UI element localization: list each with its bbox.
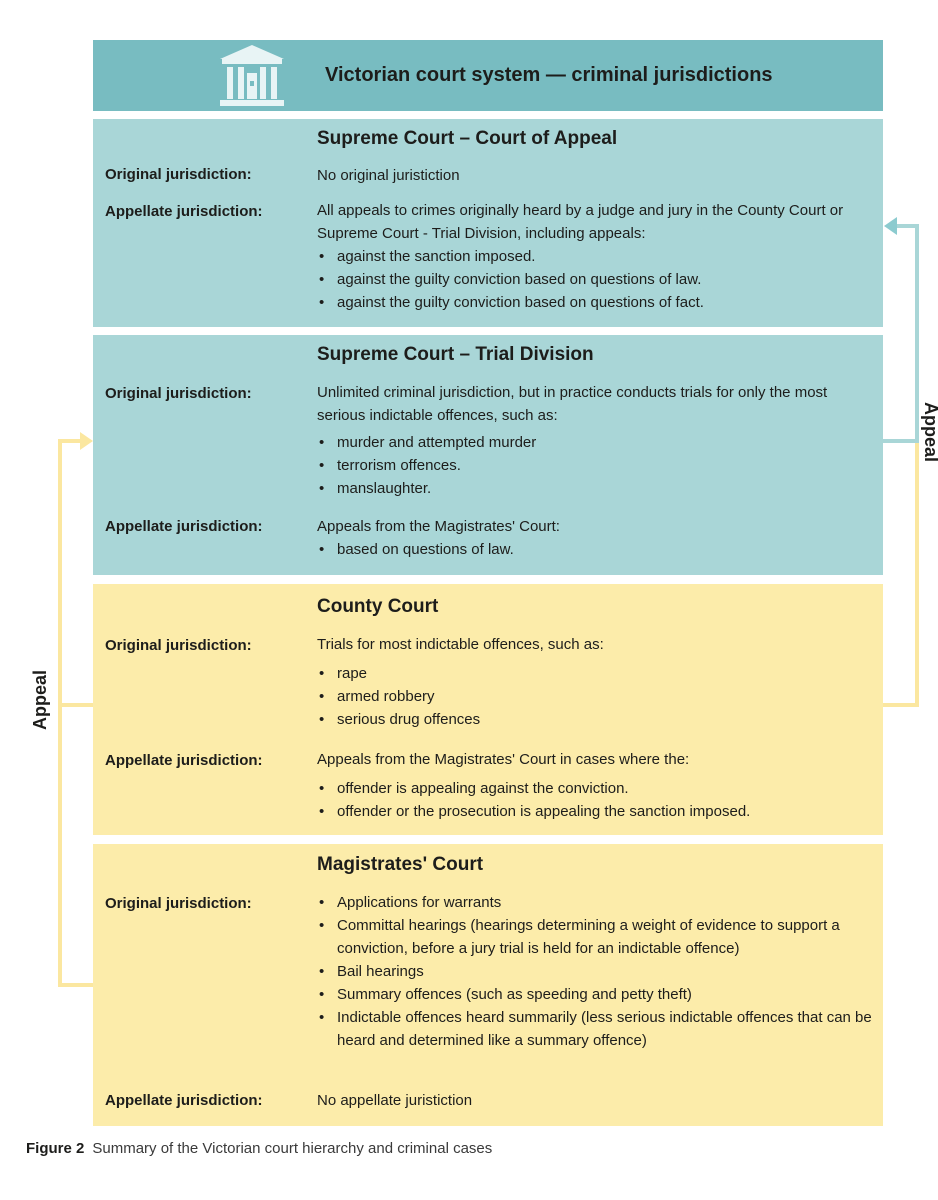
list-item: rape <box>317 662 877 685</box>
appellate-jurisdiction-label: Appellate jurisdiction: <box>105 518 263 535</box>
left-appeal-line <box>58 439 93 987</box>
list-item: based on questions of law. <box>317 538 877 561</box>
county-court-box: County Court Original jurisdiction: Tria… <box>93 584 883 835</box>
original-intro: Trials for most indictable offences, suc… <box>317 636 604 653</box>
original-jurisdiction-text: No original juristiction <box>317 164 877 187</box>
appeal-label-left: Appeal <box>30 669 50 730</box>
appellate-intro: Appeals from the Magistrates' Court: <box>317 518 560 535</box>
list-item: Committal hearings (hearings determining… <box>317 914 877 960</box>
courthouse-icon <box>220 45 284 106</box>
appellate-list: based on questions of law. <box>317 538 877 561</box>
original-jurisdiction-text: Applications for warrants Committal hear… <box>317 891 877 1052</box>
left-appeal-arrowhead <box>80 432 93 450</box>
original-jurisdiction-label: Original jurisdiction: <box>105 895 252 912</box>
appellate-jurisdiction-text: Appeals from the Magistrates' Court: bas… <box>317 515 877 561</box>
list-item: murder and attempted murder <box>317 431 877 454</box>
court-title: Magistrates' Court <box>317 854 484 875</box>
list-item: against the guilty conviction based on q… <box>317 291 877 314</box>
caption-text: Summary of the Victorian court hierarchy… <box>92 1140 493 1157</box>
original-jurisdiction-text: Unlimited criminal jurisdiction, but in … <box>317 381 877 500</box>
list-item: against the sanction imposed. <box>317 245 877 268</box>
original-list: murder and attempted murder terrorism of… <box>317 431 877 500</box>
list-item: against the guilty conviction based on q… <box>317 268 877 291</box>
appeal-label-right: Appeal <box>921 402 938 463</box>
appellate-list: offender is appealing against the convic… <box>317 777 877 823</box>
appellate-text: No appellate juristiction <box>317 1092 473 1109</box>
appellate-intro: All appeals to crimes originally heard b… <box>317 202 844 242</box>
list-item: offender is appealing against the convic… <box>317 777 877 800</box>
court-title: County Court <box>317 596 439 617</box>
list-item: manslaughter. <box>317 477 877 500</box>
court-title: Supreme Court – Trial Division <box>317 344 594 365</box>
list-item: Indictable offences heard summarily (les… <box>317 1006 877 1052</box>
list-item: armed robbery <box>317 685 877 708</box>
list-item: serious drug offences <box>317 708 877 731</box>
appellate-jurisdiction-text: No appellate juristiction <box>317 1089 877 1112</box>
original-text: No original juristiction <box>317 167 460 184</box>
figure-caption: Figure 2 Summary of the Victorian court h… <box>26 1140 492 1157</box>
appellate-jurisdiction-label: Appellate jurisdiction: <box>105 203 263 220</box>
list-item: Applications for warrants <box>317 891 877 914</box>
original-jurisdiction-label: Original jurisdiction: <box>105 637 252 654</box>
trial-division-box: Supreme Court – Trial Division Original … <box>93 335 883 575</box>
original-list: Applications for warrants Committal hear… <box>317 891 877 1052</box>
original-jurisdiction-label: Original jurisdiction: <box>105 166 252 183</box>
court-of-appeal-box: Supreme Court – Court of Appeal Original… <box>93 119 883 327</box>
list-item: Summary offences (such as speeding and p… <box>317 983 877 1006</box>
court-title: Supreme Court – Court of Appeal <box>317 128 618 149</box>
original-jurisdiction-text: Trials for most indictable offences, suc… <box>317 633 877 731</box>
original-list: rape armed robbery serious drug offences <box>317 662 877 731</box>
appellate-jurisdiction-text: All appeals to crimes originally heard b… <box>317 199 877 314</box>
list-item: offender or the prosecution is appealing… <box>317 800 877 823</box>
right-appeal-arrowhead <box>884 217 897 235</box>
list-item: terrorism offences. <box>317 454 877 477</box>
right-appeal-line-yellow <box>883 441 919 707</box>
diagram-header: Victorian court system — criminal jurisd… <box>93 40 883 111</box>
appellate-jurisdiction-text: Appeals from the Magistrates' Court in c… <box>317 748 877 823</box>
appellate-list: against the sanction imposed. against th… <box>317 245 877 314</box>
right-appeal-line-teal <box>883 224 919 443</box>
figure-number: Figure 2 <box>26 1140 85 1157</box>
appellate-intro: Appeals from the Magistrates' Court in c… <box>317 751 690 768</box>
diagram-title: Victorian court system — criminal jurisd… <box>325 64 773 86</box>
original-intro: Unlimited criminal jurisdiction, but in … <box>317 384 828 424</box>
original-jurisdiction-label: Original jurisdiction: <box>105 385 252 402</box>
appellate-jurisdiction-label: Appellate jurisdiction: <box>105 1092 263 1109</box>
list-item: Bail hearings <box>317 960 877 983</box>
magistrates-court-box: Magistrates' Court Original jurisdiction… <box>93 844 883 1126</box>
appellate-jurisdiction-label: Appellate jurisdiction: <box>105 752 263 769</box>
